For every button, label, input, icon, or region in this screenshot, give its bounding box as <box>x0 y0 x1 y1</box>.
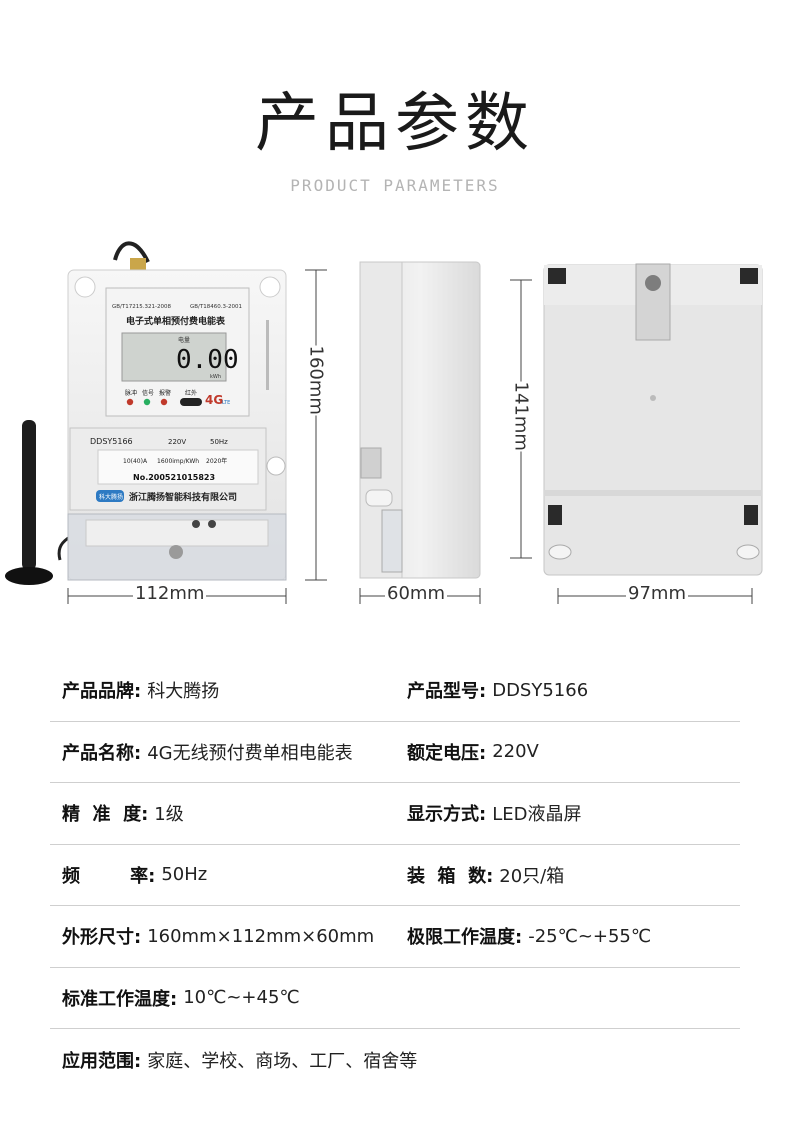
spec-row: 应用范围:家庭、学校、商场、工厂、宿舍等 <box>50 1029 740 1091</box>
nameplate-model: DDSY5166 <box>90 437 133 446</box>
dim-front-width: 112mm <box>133 583 207 604</box>
spec-cell: 标准工作温度:10℃~+45℃ <box>50 985 740 1011</box>
lcd-unit: kWh <box>210 374 221 380</box>
nameplate-current: 10(40)A <box>123 458 148 465</box>
ir-label: 红外 <box>185 389 197 397</box>
spec-value: LED液晶屏 <box>492 804 582 826</box>
spec-label: 外形尺寸: <box>62 927 142 949</box>
spec-value: 160mm×112mm×60mm <box>147 925 375 947</box>
lcd-label: 电量 <box>178 336 190 344</box>
front-view: GB/T17215.321-2008 GB/T18460.3-2001 电子式单… <box>67 269 287 581</box>
spec-value: DDSY5166 <box>492 679 589 701</box>
lcd-value: 0.00 <box>176 345 239 375</box>
spec-cell: 产品名称:4G无线预付费单相电能表 <box>50 739 395 765</box>
spec-table: 产品品牌:科大腾扬 产品型号:DDSY5166 产品名称:4G无线预付费单相电能… <box>50 660 740 1091</box>
spec-label: 产品名称: <box>62 742 142 764</box>
nameplate-constant: 1600imp/KWh <box>157 458 199 465</box>
nameplate-freq: 50Hz <box>210 438 228 446</box>
spec-row: 外形尺寸:160mm×112mm×60mm 极限工作温度:-25℃~+55℃ <box>50 906 740 968</box>
spec-cell: 产品型号:DDSY5166 <box>395 677 740 703</box>
spec-cell: 额定电压:220V <box>395 739 740 765</box>
spec-label: 产品型号: <box>407 681 487 703</box>
spec-value: 50Hz <box>161 864 208 886</box>
led-2: 信号 <box>142 389 154 397</box>
spec-label: 频 率: <box>62 865 156 887</box>
dim-front-height: 160mm <box>305 345 327 416</box>
back-view <box>543 263 763 576</box>
spec-cell: 极限工作温度:-25℃~+55℃ <box>395 923 740 949</box>
spec-row: 产品品牌:科大腾扬 产品型号:DDSY5166 <box>50 660 740 722</box>
brand-logo: 科大腾扬 <box>99 493 123 501</box>
page-title: 产品参数 <box>255 87 535 161</box>
led-1: 脉冲 <box>125 389 137 397</box>
dim-back-height: 141mm <box>510 381 532 452</box>
meter-name: 电子式单相预付费电能表 <box>126 315 226 327</box>
side-view <box>359 261 481 579</box>
spec-cell: 装 箱 数:20只/箱 <box>395 862 740 888</box>
spec-label: 标准工作温度: <box>62 988 178 1010</box>
meter-std-left: GB/T17215.321-2008 <box>112 304 171 310</box>
spec-row: 频 率:50Hz 装 箱 数:20只/箱 <box>50 845 740 906</box>
spec-row: 精 准 度:1级 显示方式:LED液晶屏 <box>50 783 740 845</box>
spec-label: 应用范围: <box>62 1050 142 1072</box>
spec-value: 20只/箱 <box>499 865 565 887</box>
spec-cell: 频 率:50Hz <box>50 862 395 888</box>
spec-value: 1级 <box>154 804 184 826</box>
nameplate-serial: No.200521015823 <box>133 473 215 482</box>
spec-label: 显示方式: <box>407 804 487 826</box>
spec-cell: 精 准 度:1级 <box>50 800 395 826</box>
dim-back-width: 97mm <box>626 583 688 604</box>
spec-cell: 应用范围:家庭、学校、商场、工厂、宿舍等 <box>50 1047 740 1073</box>
network-badge: 4G <box>205 393 223 407</box>
meter-std-right: GB/T18460.3-2001 <box>190 304 242 310</box>
spec-cell: 显示方式:LED液晶屏 <box>395 800 740 826</box>
nameplate-voltage: 220V <box>168 438 186 446</box>
spec-label: 精 准 度: <box>62 804 149 826</box>
spec-value: 10℃~+45℃ <box>183 987 300 1009</box>
spec-value: -25℃~+55℃ <box>528 925 652 947</box>
spec-cell: 产品品牌:科大腾扬 <box>50 677 395 703</box>
spec-label: 产品品牌: <box>62 681 142 703</box>
spec-value: 家庭、学校、商场、工厂、宿舍等 <box>147 1050 418 1072</box>
product-figure: GB/T17215.321-2008 GB/T18460.3-2001 电子式单… <box>0 230 790 630</box>
dim-side-width: 60mm <box>385 583 447 604</box>
network-sub: LTE <box>222 400 230 406</box>
spec-value: 科大腾扬 <box>147 681 220 703</box>
nameplate-year: 2020年 <box>206 457 227 465</box>
nameplate-company: 浙江腾扬智能科技有限公司 <box>129 491 237 503</box>
spec-label: 装 箱 数: <box>407 865 494 887</box>
spec-label: 额定电压: <box>407 742 487 764</box>
page-subtitle: PRODUCT PARAMETERS <box>290 176 500 195</box>
spec-row: 标准工作温度:10℃~+45℃ <box>50 968 740 1029</box>
spec-cell: 外形尺寸:160mm×112mm×60mm <box>50 923 395 949</box>
spec-label: 极限工作温度: <box>407 927 523 949</box>
spec-value: 220V <box>492 741 539 763</box>
meter-illustration: GB/T17215.321-2008 GB/T18460.3-2001 电子式单… <box>5 241 763 604</box>
spec-row: 产品名称:4G无线预付费单相电能表 额定电压:220V <box>50 722 740 783</box>
led-3: 报警 <box>159 389 171 397</box>
spec-value: 4G无线预付费单相电能表 <box>147 742 353 764</box>
